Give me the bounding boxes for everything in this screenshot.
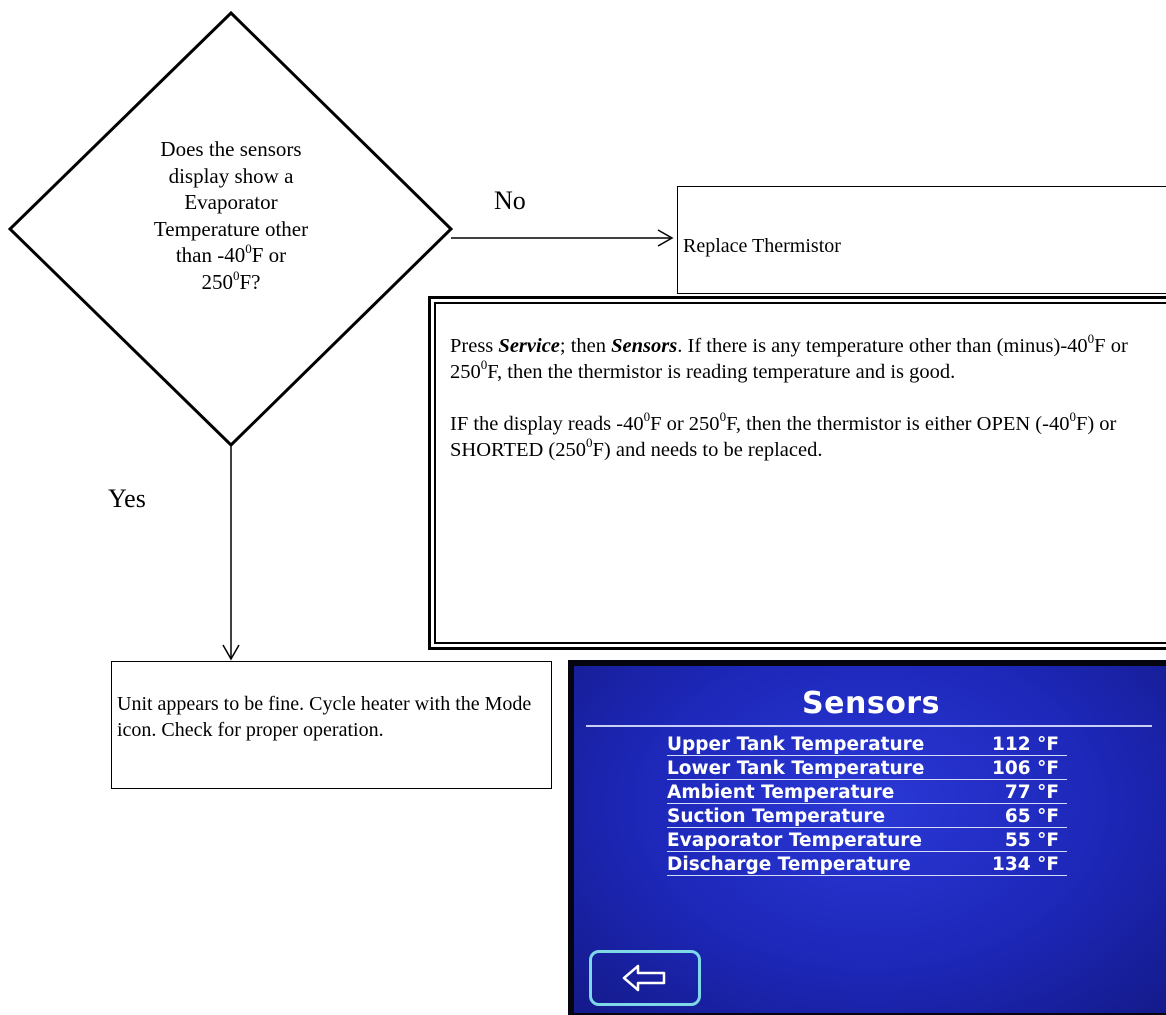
sensor-row: Lower Tank Temperature 106 °F: [667, 756, 1067, 780]
note-paragraph-2: IF the display reads -400F or 2500F, the…: [450, 409, 1117, 461]
no-branch-label: No: [494, 186, 526, 215]
question-line: Temperature other: [153, 216, 309, 241]
back-button[interactable]: [589, 950, 701, 1006]
sensor-label: Ambient Temperature: [667, 782, 895, 803]
sensor-row: Ambient Temperature 77 °F: [667, 780, 1067, 804]
sensor-row: Discharge Temperature 134 °F: [667, 852, 1067, 876]
screen-title: Sensors: [802, 686, 940, 721]
sensor-label: Evaporator Temperature: [667, 830, 922, 851]
sensors-screen-photo: Sensors Upper Tank Temperature 112 °F Low…: [568, 660, 1166, 1015]
instruction-note-box: Press Service; then Sensors. If there is…: [428, 296, 1166, 650]
sensor-value: 65 °F: [1004, 806, 1059, 827]
unit-fine-box: Unit appears to be fine. Cycle heater wi…: [111, 661, 552, 789]
note-paragraph-1: Press Service; then Sensors. If there is…: [450, 331, 1128, 383]
sensor-value: 134 °F: [992, 854, 1059, 875]
sensor-label: Suction Temperature: [667, 806, 886, 827]
question-line: display show a: [168, 163, 294, 188]
title-divider: [586, 725, 1152, 727]
sensor-row: Evaporator Temperature 55 °F: [667, 828, 1067, 852]
no-arrow-head: [657, 229, 674, 247]
yes-branch-label: Yes: [108, 484, 146, 513]
sensor-list: Upper Tank Temperature 112 °F Lower Tank …: [667, 732, 1067, 876]
unit-fine-text: Unit appears to be fine. Cycle heater wi…: [117, 693, 532, 741]
yes-arrow-head: [222, 644, 240, 661]
sensor-value: 77 °F: [1004, 782, 1059, 803]
sensor-label: Discharge Temperature: [667, 854, 911, 875]
sensor-value: 55 °F: [1004, 830, 1059, 851]
sensor-label: Lower Tank Temperature: [667, 758, 925, 779]
question-line: than -400F or: [175, 241, 287, 267]
sensor-row: Upper Tank Temperature 112 °F: [667, 732, 1067, 756]
sensor-value: 106 °F: [992, 758, 1059, 779]
replace-thermistor-box: Replace Thermistor: [677, 186, 1166, 294]
decision-question: Does the sensors display show a Evaporat…: [118, 136, 344, 295]
back-arrow-icon: [622, 964, 666, 992]
question-line: 2500F?: [201, 267, 261, 294]
sensor-row: Suction Temperature 65 °F: [667, 804, 1067, 828]
question-line: Does the sensors: [160, 137, 302, 161]
sensor-value: 112 °F: [992, 734, 1059, 755]
question-line: Evaporator: [184, 190, 278, 214]
sensor-label: Upper Tank Temperature: [667, 734, 925, 755]
replace-thermistor-text: Replace Thermistor: [683, 235, 841, 257]
